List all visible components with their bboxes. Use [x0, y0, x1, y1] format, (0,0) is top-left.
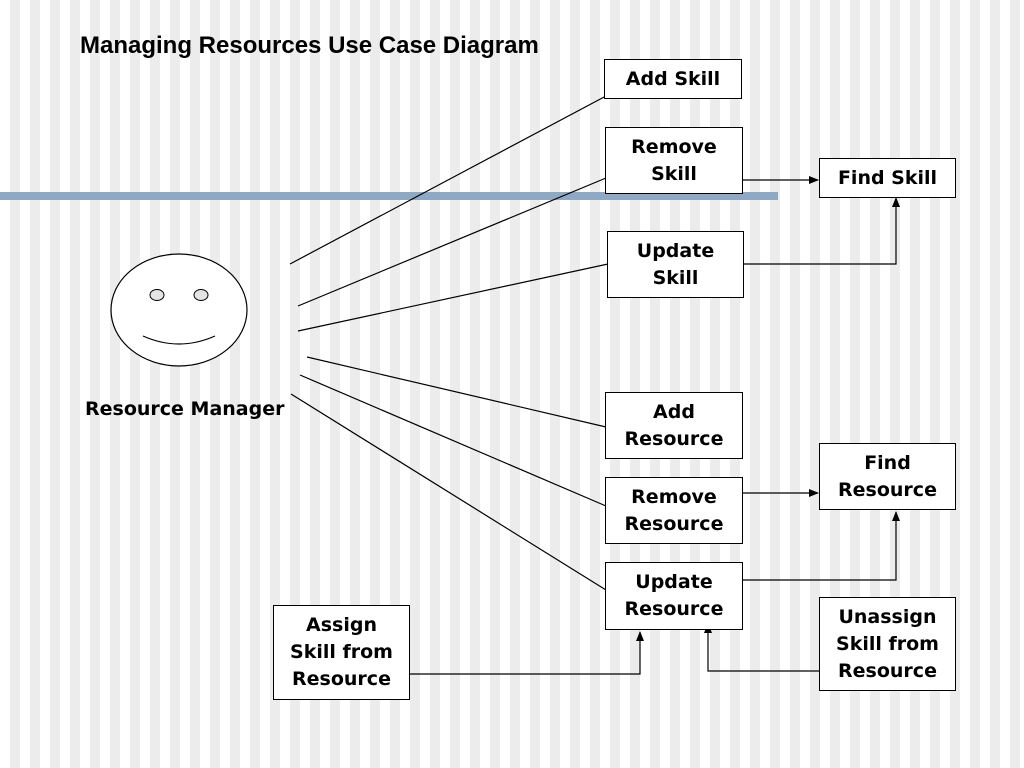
assoc-add-skill [289, 95, 607, 265]
use-case-add-resource: Add Resource [605, 392, 743, 459]
use-case-find-resource: Find Resource [819, 443, 956, 510]
assoc-update-resource [290, 393, 607, 591]
assoc-remove-resource [299, 374, 607, 507]
assoc-update-skill [297, 263, 609, 332]
use-case-unassign-skill: Unassign Skill from Resource [819, 597, 956, 691]
page-title: Managing Resources Use Case Diagram [80, 32, 539, 59]
decorative-divider [0, 192, 778, 200]
use-case-update-resource: Update Resource [605, 562, 743, 630]
use-case-assign-skill: Assign Skill from Resource [273, 605, 410, 700]
use-case-remove-skill: Remove Skill [605, 127, 743, 194]
arrow-update-to-find-skill [743, 197, 900, 265]
arrow-unassign-to-update-resource [704, 623, 820, 672]
use-case-update-skill: Update Skill [607, 231, 744, 298]
smiley-face-icon [110, 253, 248, 367]
use-case-add-skill: Add Skill [604, 59, 742, 99]
actor-label: Resource Manager [85, 398, 285, 420]
assoc-remove-skill [297, 177, 607, 307]
use-case-find-skill: Find Skill [819, 158, 956, 198]
use-case-remove-resource: Remove Resource [605, 477, 743, 544]
arrow-assign-to-update-resource [409, 631, 644, 675]
arrow-update-to-find-resource [742, 511, 900, 581]
assoc-add-resource [306, 356, 607, 428]
